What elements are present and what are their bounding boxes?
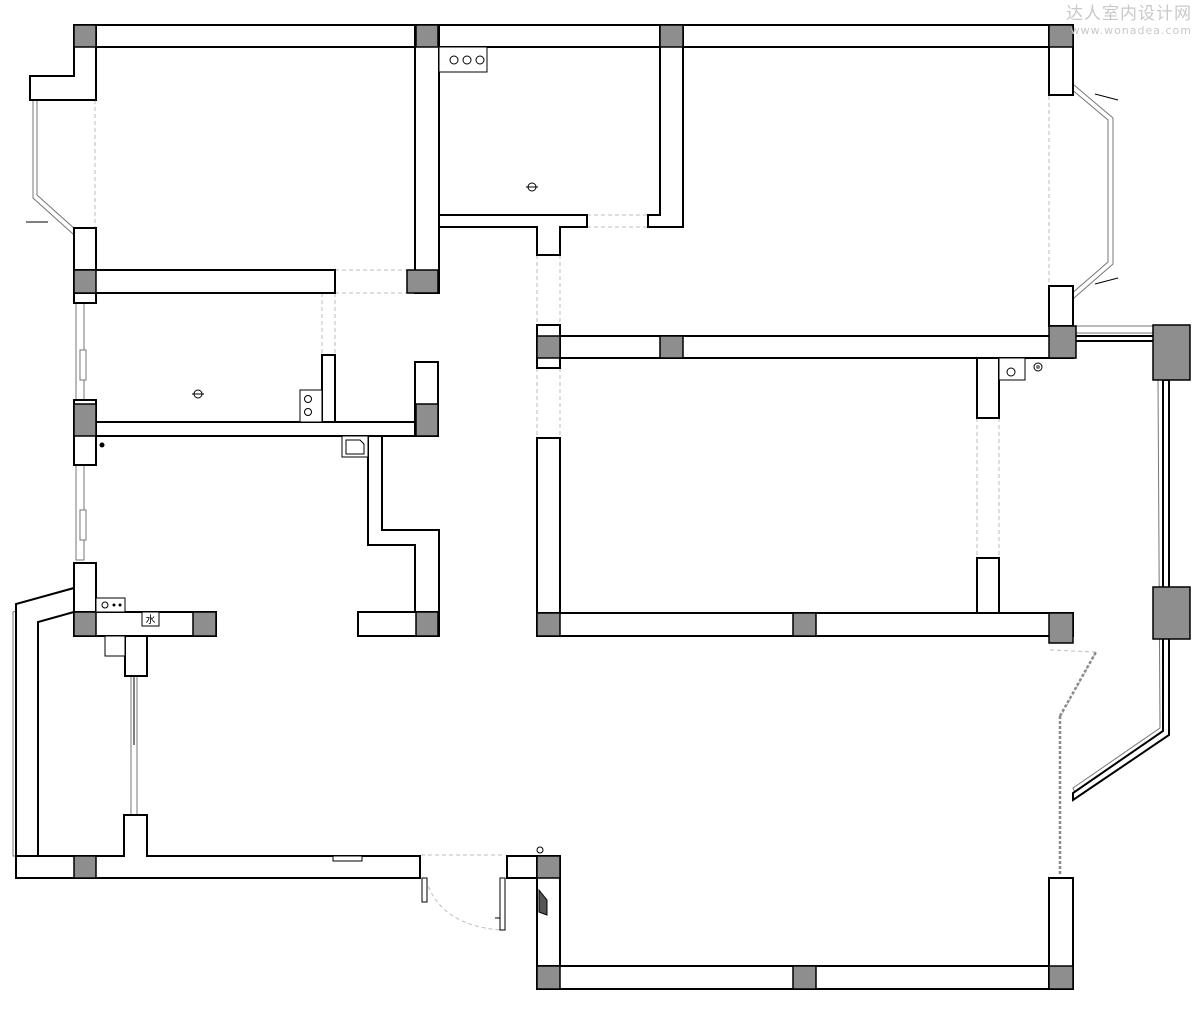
windows xyxy=(12,84,1169,857)
water-label: 水 xyxy=(146,614,156,626)
watermark-url: www.wonadea.com xyxy=(1070,24,1192,37)
walls xyxy=(15,24,1170,990)
watermark-title: 达人室内设计网 xyxy=(1066,4,1192,24)
fixtures xyxy=(95,46,1098,931)
watermark: 达人室内设计网 www.wonadea.com xyxy=(1066,4,1192,38)
columns xyxy=(73,24,1191,990)
openings xyxy=(94,96,1097,931)
